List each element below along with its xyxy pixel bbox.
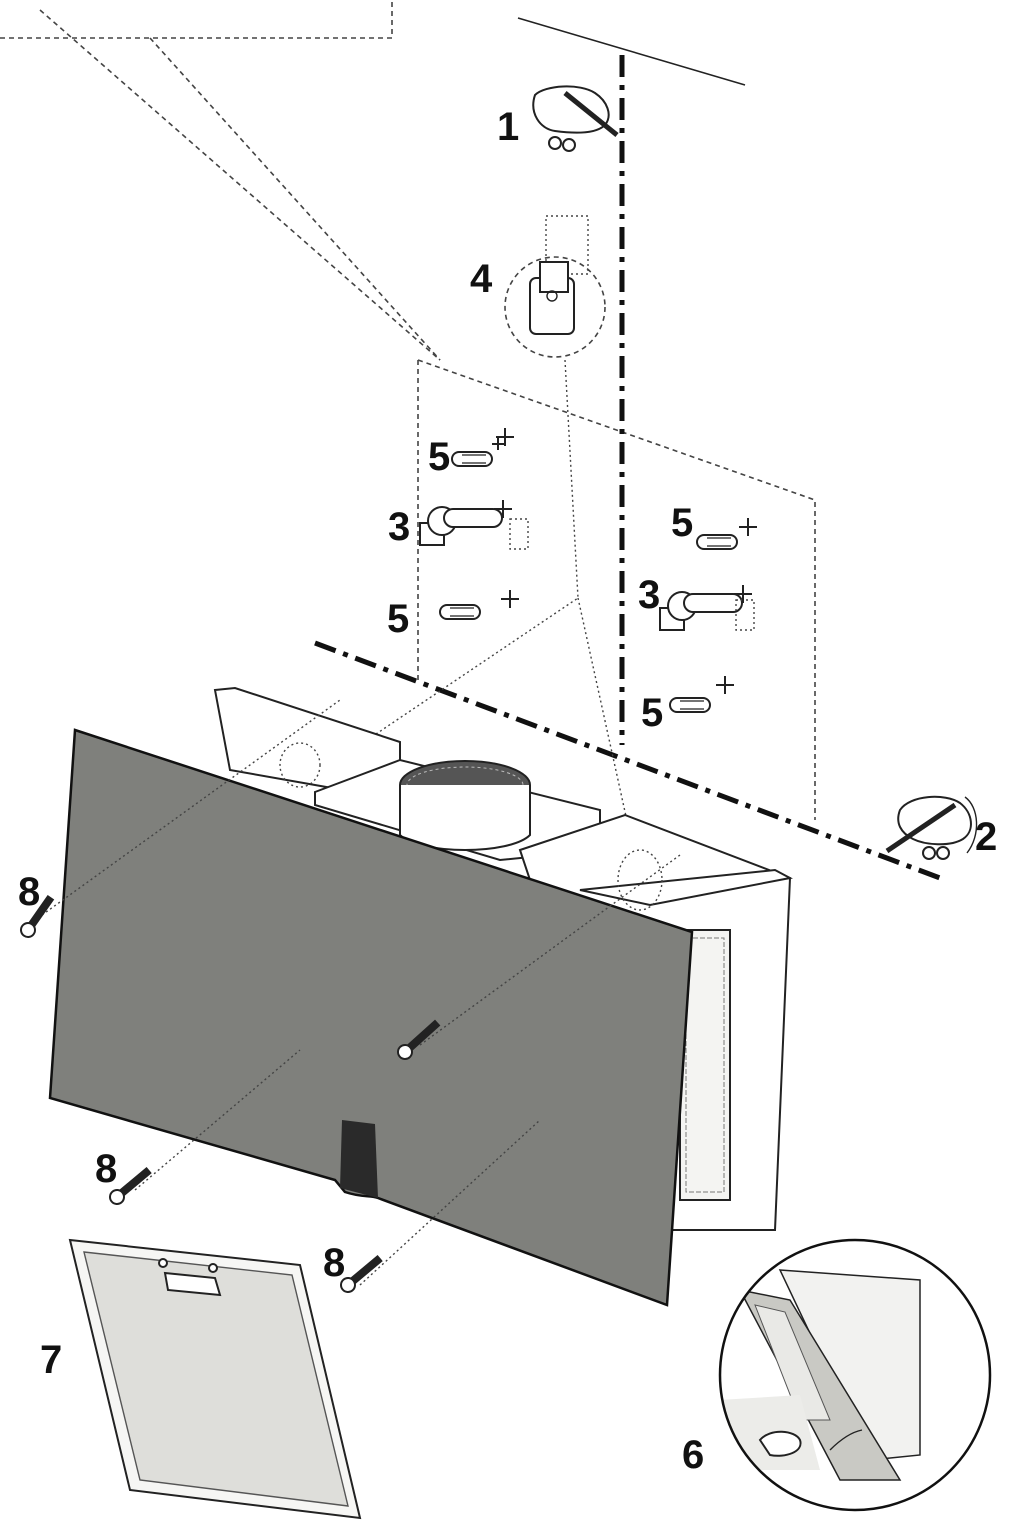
hand-with-pencil-icon [532,85,619,152]
grease-filter [68,1238,362,1520]
wall-plug-icon [439,604,481,620]
callout-3-right: 3 [638,573,660,617]
callout-4: 4 [470,257,493,301]
horizontal-mounting-line [314,640,941,881]
callout-5-bottom-left: 5 [387,597,409,641]
wall-plug-icon [669,697,711,713]
callout-6: 6 [682,1433,704,1477]
wall-bracket-icon [419,506,529,550]
chimney-outline [0,0,816,820]
callout-3-left: 3 [388,505,410,549]
callout-8-bottom: 8 [323,1241,345,1285]
screw-icon [397,1019,441,1060]
callout-7: 7 [40,1338,62,1382]
callout-5-top-left: 5 [428,435,450,479]
callout-2: 2 [975,815,997,859]
callout-5-bottom-right: 5 [641,691,663,735]
glass-front-panel [48,728,694,1307]
callout-8-middle: 8 [95,1147,117,1191]
callout-8-left: 8 [18,870,40,914]
panel-hinge-detail [718,1238,992,1512]
screw-icon [340,1254,383,1293]
screw-icon [109,1166,152,1205]
callout-5-top-right: 5 [671,501,693,545]
screw-icon [20,894,55,938]
callout-1: 1 [497,105,519,149]
wall-plug-icon [451,438,504,467]
wall-bracket-icon [659,591,755,631]
bracket-detail [504,215,606,358]
hand-with-pencil-icon [885,795,978,860]
wall-plug-icon [696,534,738,550]
